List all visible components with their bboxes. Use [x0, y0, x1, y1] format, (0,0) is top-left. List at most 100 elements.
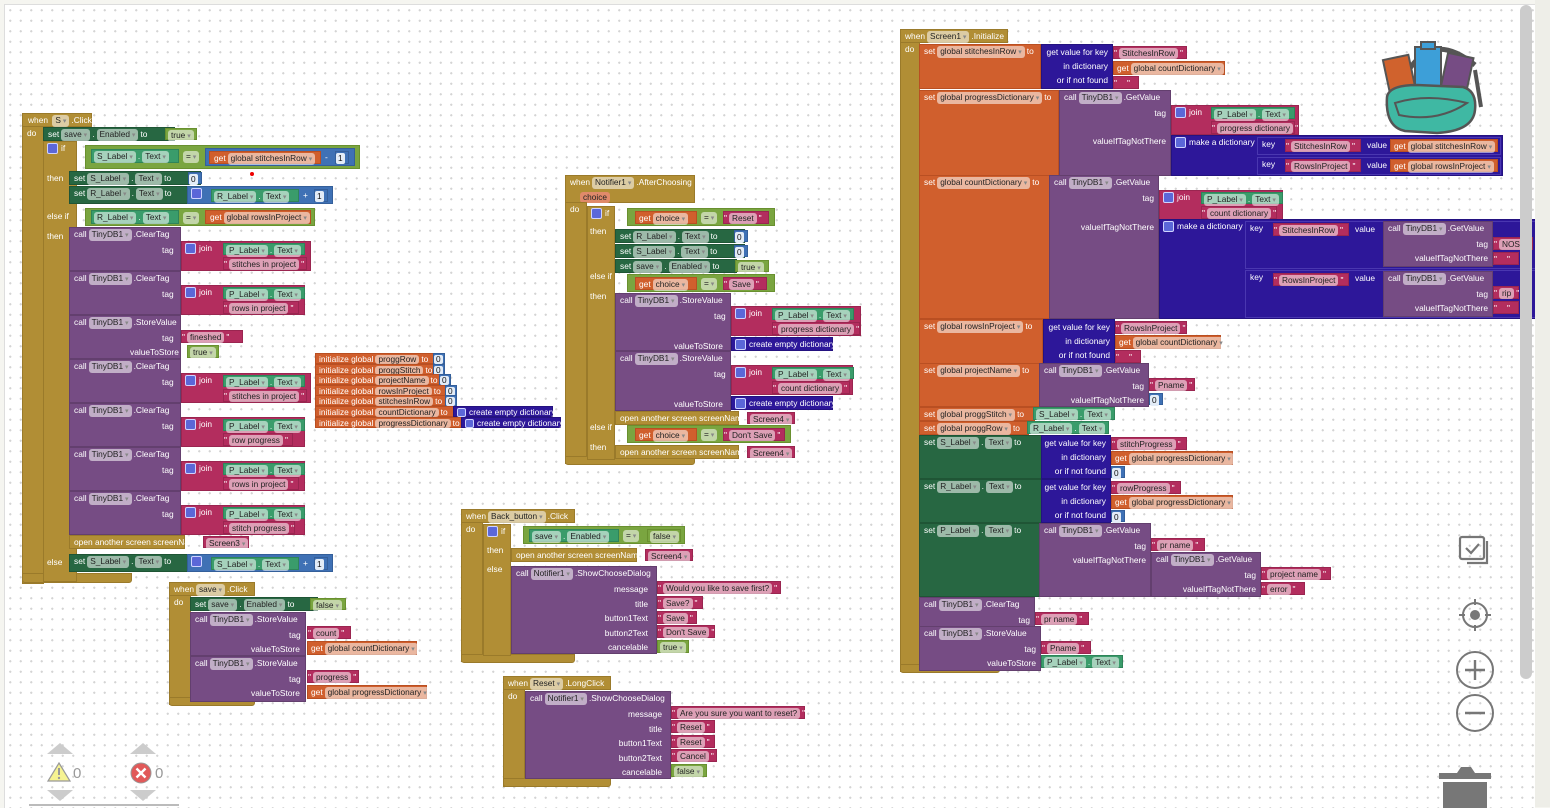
false-block[interactable]: false [310, 598, 346, 612]
screen-dropdown[interactable]: Screen4 [747, 446, 795, 460]
trash-icon[interactable] [1437, 763, 1493, 808]
get-value-for-key[interactable]: get value for key in dictionary or if no… [1043, 319, 1115, 364]
r-label-text-getter[interactable]: R_Label.Text [211, 189, 299, 203]
screen-dropdown[interactable]: Screen4 [645, 549, 693, 563]
variable-name[interactable]: rowsInProject [375, 386, 432, 396]
text-block[interactable]: "stitch progress" [223, 521, 295, 534]
text-block[interactable]: "Reset" [671, 735, 715, 748]
variable-name[interactable]: proggRow [375, 355, 420, 364]
workspace-scrollbar-horizontal[interactable] [29, 804, 179, 806]
s-label-text-getter[interactable]: S_Label.Text [91, 149, 179, 163]
text-block[interactable]: "StitchesInRow" [1113, 46, 1187, 59]
p-label-text-getter[interactable]: P_Label.Text [223, 287, 305, 301]
false-block[interactable]: false [671, 764, 707, 778]
true-block[interactable]: true [735, 260, 769, 274]
p-label-text-getter[interactable]: P_Label.Text [223, 463, 305, 477]
zoom-in-icon[interactable] [1455, 650, 1495, 690]
text-block[interactable]: "rows in project" [223, 301, 299, 314]
variable-name[interactable]: countDictionary [375, 408, 439, 417]
variable-name[interactable]: proggStitch [375, 365, 424, 375]
backpack-icon[interactable] [1377, 35, 1487, 135]
create-empty-dictionary[interactable]: create empty dictionary [461, 416, 564, 428]
s-label-text-getter[interactable]: S_Label.Text [211, 557, 299, 571]
recenter-icon[interactable] [1457, 595, 1493, 635]
p-label-text-getter[interactable]: P_Label.Text [223, 507, 305, 521]
text-block[interactable]: "RowsInProject" [1115, 321, 1187, 334]
warning-prev-arrow[interactable] [47, 743, 73, 754]
create-empty-dictionary[interactable]: create empty dictionary [731, 396, 836, 410]
error-next-arrow[interactable] [130, 790, 156, 801]
text-block[interactable]: "RowsInProject" [1273, 273, 1349, 286]
screen-dropdown[interactable]: Screen4 [747, 412, 795, 426]
empty-text-block[interactable]: "" [1493, 252, 1519, 265]
eq-operator[interactable]: = [183, 151, 200, 163]
p-label-text-getter[interactable]: P_Label.Text [772, 367, 854, 381]
open-another-screen[interactable]: open another screen screenName [69, 535, 201, 549]
mutator-gear-icon[interactable] [47, 143, 58, 155]
empty-text-block[interactable]: "" [1115, 350, 1141, 363]
eq-operator[interactable]: = [701, 429, 718, 441]
p-label-text-getter[interactable]: P_Label.Text [223, 375, 305, 389]
text-block[interactable]: "Save" [657, 611, 697, 624]
error-prev-arrow[interactable] [130, 743, 156, 754]
false-block[interactable]: false [647, 529, 681, 543]
number-block[interactable]: 0 [734, 230, 748, 243]
text-block[interactable]: "Don't Save" [723, 428, 785, 441]
number-block[interactable]: 0 [188, 172, 202, 185]
get-value-for-key[interactable]: get value for key in dictionary or if no… [1041, 479, 1111, 523]
warning-next-arrow[interactable] [47, 790, 73, 801]
if-block[interactable]: if [587, 206, 615, 460]
text-block[interactable]: "fineshed" [181, 330, 243, 343]
p-label-text-getter[interactable]: P_Label.Text [1041, 655, 1123, 669]
text-block[interactable]: "Reset" [723, 211, 769, 224]
get-value-for-key[interactable]: get value for key in dictionary or if no… [1041, 44, 1113, 89]
text-block[interactable]: "error" [1261, 582, 1305, 595]
variable-name[interactable]: stitchesInRow [375, 397, 434, 407]
text-block[interactable]: "row progress" [223, 433, 293, 446]
number-block[interactable]: 0 [1111, 466, 1125, 479]
number-block[interactable]: 0 [1111, 510, 1125, 523]
if-block[interactable]: if [483, 524, 511, 656]
text-block[interactable]: "StitchesInRow" [1285, 139, 1361, 152]
text-block[interactable]: "stitchProgress" [1111, 437, 1187, 450]
text-block[interactable]: "rows in project" [223, 477, 299, 490]
text-block[interactable]: "count" [307, 626, 351, 639]
text-block[interactable]: "Don't Save" [657, 625, 715, 638]
p-label-text-getter[interactable]: P_Label.Text [1211, 107, 1295, 121]
mutator-gear-icon[interactable] [191, 188, 202, 200]
